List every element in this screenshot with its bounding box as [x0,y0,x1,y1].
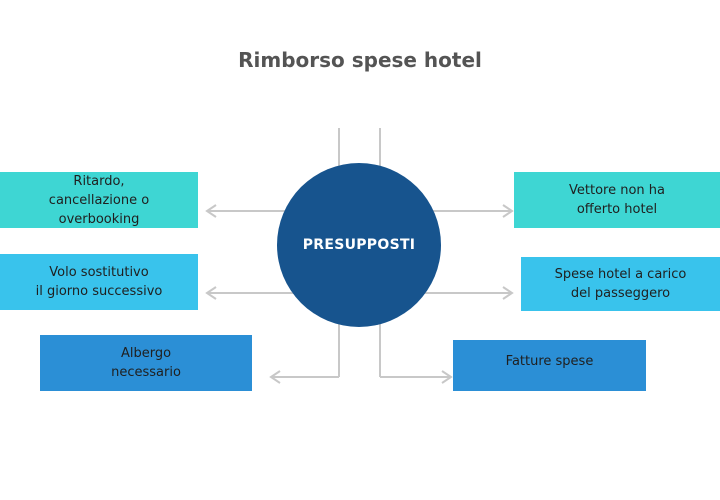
box-right-3: Fatture spese [453,340,646,391]
box-right-1: Vettore non ha offerto hotel [514,172,720,228]
box-right-2: Spese hotel a carico del passeggero [521,257,720,311]
box-left-1: Ritardo, cancellazione o overbooking [0,172,198,228]
diagram-title: Rimborso spese hotel [238,48,482,72]
center-circle: PRESUPPOSTI [277,163,441,327]
box-left-3: Albergo necessario [40,335,252,391]
box-left-2: Volo sostitutivo il giorno successivo [0,254,198,310]
